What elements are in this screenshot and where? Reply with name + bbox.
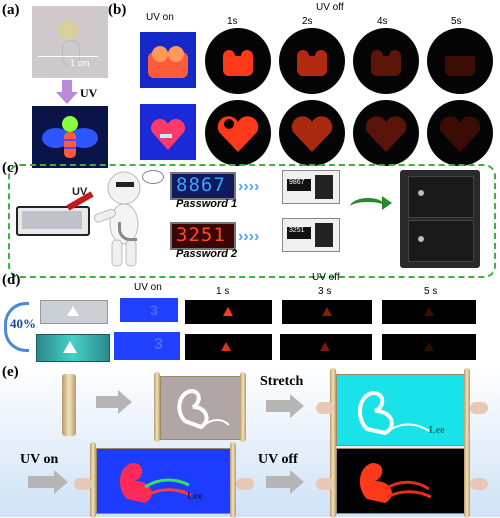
password1-digits: 8867	[176, 174, 226, 196]
panel-d-time-1: 1 s	[216, 286, 230, 297]
panel-d-r1-1s	[185, 300, 272, 324]
panel-b-time-4: 5s	[451, 16, 462, 27]
scroll4-rod-left	[90, 442, 96, 518]
panel-b-r2-1s	[205, 100, 271, 166]
signature-uv-on: Lee	[187, 491, 203, 502]
password2-digits: 3251	[176, 224, 226, 246]
panel-e-uv-on-label: UV on	[20, 452, 59, 467]
panel-d-uv-off: UV off	[312, 272, 340, 283]
panel-a-photo-plain: 1 cm	[32, 6, 108, 78]
keypad2-code: 3251	[289, 227, 305, 234]
panel-b-r1-2s	[279, 28, 345, 94]
panel-b-uv-on: UV on	[146, 12, 174, 23]
gray-arrow-head-icon-3	[54, 470, 68, 494]
panel-a-photo-uv	[32, 106, 108, 168]
panel-b-r1-5s	[427, 28, 493, 94]
scroll2-rod-left	[154, 372, 160, 442]
panel-d-strip-stretched	[36, 334, 110, 362]
scroll5-rod-right	[464, 442, 470, 518]
green-arrow-head-icon	[382, 196, 392, 210]
panel-b-uv-off: UV off	[316, 2, 344, 13]
panel-a-uv-label: UV	[80, 86, 98, 100]
panel-c-dashed-frame	[8, 164, 496, 278]
scroll-uv-off	[336, 448, 466, 514]
password2-label: Password 2	[176, 248, 238, 260]
gray-arrow-head-icon-1	[118, 390, 132, 414]
scroll-plain	[160, 376, 242, 440]
password2-display: 3251	[170, 222, 236, 250]
hand-icon-6	[470, 478, 488, 490]
lcd-display	[16, 206, 90, 236]
panel-b-label: (b)	[108, 2, 127, 18]
hand-icon-1	[316, 402, 334, 414]
thought-bubble-icon	[142, 170, 164, 184]
panel-d-strip-uv-long: 3	[114, 332, 180, 360]
chevrons-icon-1: ››››	[238, 178, 260, 195]
hand-icon-3	[74, 478, 92, 490]
scale-bar-label: 1 cm	[70, 58, 90, 68]
gray-arrow-icon-4	[266, 476, 290, 488]
scroll2-rod-right	[240, 372, 246, 442]
panel-b-r2-4s	[353, 100, 419, 166]
scroll4-rod-right	[230, 442, 236, 518]
panel-e-stretch-label: Stretch	[260, 374, 304, 389]
panel-a-label: (a)	[2, 2, 20, 18]
panel-b-uv-on-photo-2	[140, 104, 196, 160]
password1-label: Password 1	[176, 198, 238, 210]
gray-arrow-head-icon-4	[290, 470, 304, 494]
scroll-uv-on: Lee	[96, 448, 232, 514]
hand-icon-4	[236, 478, 254, 490]
gray-arrow-icon-2	[266, 400, 290, 412]
panel-d-r2-3s	[280, 334, 372, 360]
panel-b-time-1: 1s	[227, 16, 238, 27]
curved-arrow-icon	[118, 222, 137, 241]
keypad1-code: 9867	[289, 179, 305, 186]
panel-b-time-3: 4s	[377, 16, 388, 27]
panel-b-r2-2s	[279, 100, 345, 166]
panel-e-label: (e)	[2, 364, 19, 380]
panel-d-strip-uv-short: 3	[120, 298, 178, 322]
keypad-panel-2: 3251	[282, 218, 340, 252]
gray-arrow-icon-1	[96, 396, 118, 408]
hand-icon-5	[316, 478, 334, 490]
down-arrow-icon	[62, 80, 72, 92]
panel-d-r2-1s	[185, 334, 272, 360]
scroll-stretched: Lee	[336, 374, 466, 446]
panel-d-stretch-pct: 40%	[10, 316, 36, 331]
panel-b-r2-5s	[427, 100, 493, 166]
panel-d-time-3: 5 s	[424, 286, 438, 297]
safe-icon	[400, 170, 480, 268]
hand-icon-2	[470, 402, 488, 414]
signature-stretched: Lee	[429, 425, 445, 436]
panel-b-time-2: 2s	[302, 16, 313, 27]
panel-d-label: (d)	[2, 272, 21, 288]
down-arrow-head-icon	[56, 92, 78, 104]
panel-d-r1-5s	[382, 300, 476, 324]
green-curved-arrow-icon	[350, 198, 386, 216]
panel-d-r1-3s	[282, 300, 372, 324]
chevrons-icon-2: ››››	[238, 228, 260, 245]
password1-display: 8867	[170, 172, 236, 200]
panel-d-time-2: 3 s	[318, 286, 332, 297]
gray-arrow-icon-3	[28, 476, 54, 488]
panel-d-uv-on: UV on	[134, 282, 162, 293]
panel-d-r2-5s	[382, 334, 476, 360]
panel-d-strip-plain	[40, 300, 108, 324]
gray-arrow-head-icon-2	[290, 394, 304, 418]
keypad-panel-1: 9867	[282, 170, 340, 204]
rolled-scroll-icon	[62, 374, 76, 436]
panel-b-r1-4s	[353, 28, 419, 94]
scroll3-rod-right	[464, 368, 470, 450]
panel-e-uv-off-label: UV off	[258, 452, 298, 467]
panel-b-uv-on-photo-1	[140, 32, 196, 88]
panel-b-r1-1s	[205, 28, 271, 94]
